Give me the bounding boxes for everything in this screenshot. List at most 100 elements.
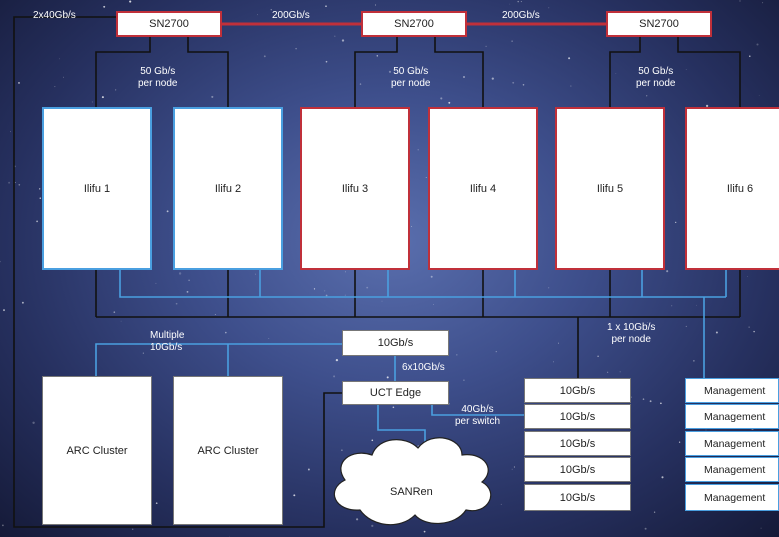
star bbox=[344, 294, 346, 296]
node-ilifu-1: Ilifu 1 bbox=[42, 107, 152, 270]
star bbox=[456, 354, 458, 356]
star bbox=[520, 1, 522, 3]
label-line: per node bbox=[138, 78, 178, 89]
star bbox=[570, 85, 572, 87]
star bbox=[693, 360, 695, 362]
star bbox=[115, 89, 117, 91]
sanren-cloud bbox=[333, 437, 492, 526]
star bbox=[0, 260, 1, 263]
star bbox=[103, 5, 106, 8]
star bbox=[675, 221, 677, 224]
management-switch-5: Management bbox=[685, 484, 779, 511]
label-line: 1 x 10Gb/s bbox=[607, 322, 656, 333]
management-label: Management bbox=[704, 463, 766, 476]
star bbox=[513, 466, 515, 468]
node-label: Ilifu 1 bbox=[83, 182, 111, 195]
star bbox=[557, 342, 560, 344]
node-label: Ilifu 6 bbox=[726, 182, 754, 195]
star bbox=[440, 97, 443, 100]
star bbox=[214, 313, 216, 315]
star bbox=[142, 352, 144, 354]
star bbox=[705, 104, 709, 108]
label-line: 50 Gb/s bbox=[140, 66, 176, 77]
star bbox=[54, 86, 56, 88]
star bbox=[91, 101, 93, 103]
star bbox=[463, 379, 465, 382]
tor-switch-2: 10Gb/s bbox=[524, 404, 631, 429]
star bbox=[120, 320, 122, 322]
management-label: Management bbox=[704, 384, 766, 397]
star bbox=[511, 40, 513, 42]
star bbox=[644, 527, 647, 530]
star bbox=[633, 329, 636, 331]
node-ilifu-6: Ilifu 6 bbox=[685, 107, 779, 270]
star bbox=[229, 535, 230, 537]
star bbox=[225, 331, 227, 334]
star bbox=[39, 197, 42, 199]
star bbox=[132, 528, 134, 530]
star bbox=[188, 279, 190, 282]
star bbox=[433, 304, 434, 306]
star bbox=[607, 371, 609, 373]
label-line: per node bbox=[611, 334, 651, 345]
tor-label: 10Gb/s bbox=[559, 463, 596, 476]
star bbox=[381, 300, 383, 302]
label-line: per node bbox=[391, 78, 431, 89]
arc-cluster-2: ARC Cluster bbox=[173, 376, 283, 525]
switch-label: SN2700 bbox=[639, 18, 679, 30]
label-line: 40Gb/s bbox=[461, 404, 494, 415]
star bbox=[747, 275, 748, 277]
star bbox=[619, 371, 621, 373]
star bbox=[671, 305, 673, 307]
star bbox=[666, 270, 669, 273]
star bbox=[186, 290, 189, 293]
star bbox=[649, 400, 652, 403]
star bbox=[511, 468, 513, 470]
star bbox=[63, 76, 65, 78]
star bbox=[548, 287, 550, 289]
star bbox=[371, 439, 374, 442]
star bbox=[341, 39, 345, 42]
star bbox=[660, 402, 662, 405]
uplink-label: 2x40Gb/s bbox=[33, 10, 76, 21]
management-switch-2: Management bbox=[685, 404, 779, 429]
star bbox=[642, 398, 645, 400]
label-line: Multiple bbox=[150, 330, 185, 341]
label-line: 50 Gb/s bbox=[393, 66, 429, 77]
tor-label: 10Gb/s bbox=[559, 410, 596, 423]
arc-label: ARC Cluster bbox=[197, 444, 259, 457]
star bbox=[375, 4, 377, 6]
star bbox=[386, 376, 389, 379]
star bbox=[32, 421, 35, 424]
star bbox=[509, 3, 511, 5]
isl-label-2: 200Gb/s bbox=[502, 10, 540, 21]
tor-switch-4: 10Gb/s bbox=[524, 457, 631, 482]
star bbox=[646, 95, 648, 97]
management-switch-4: Management bbox=[685, 457, 779, 482]
ten-gb-hub: 10Gb/s bbox=[342, 330, 449, 356]
management-switch-3: Management bbox=[685, 431, 779, 456]
star bbox=[685, 325, 687, 327]
star bbox=[58, 58, 60, 60]
star bbox=[113, 311, 116, 313]
star bbox=[166, 210, 169, 213]
star bbox=[485, 45, 487, 48]
star bbox=[270, 9, 272, 11]
star bbox=[255, 273, 256, 275]
node-ilifu-3: Ilifu 3 bbox=[300, 107, 410, 270]
management-label: Management bbox=[704, 491, 766, 504]
switch-sn2700-1: SN2700 bbox=[116, 11, 222, 37]
star bbox=[760, 527, 762, 529]
tor-label: 10Gb/s bbox=[559, 491, 596, 504]
star bbox=[749, 55, 751, 58]
star bbox=[268, 338, 270, 339]
tor-switch-5: 10Gb/s bbox=[524, 484, 631, 511]
tor-label: 10Gb/s bbox=[559, 437, 596, 450]
star bbox=[448, 101, 451, 104]
star bbox=[356, 518, 359, 521]
star bbox=[597, 355, 599, 357]
label-line: 10Gb/s bbox=[150, 342, 183, 353]
